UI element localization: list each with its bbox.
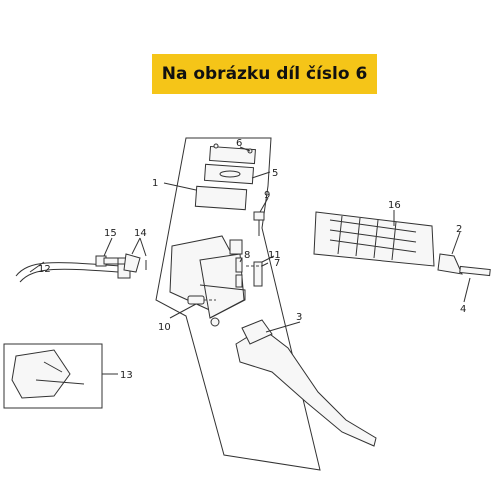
leader-lines bbox=[29, 146, 471, 375]
callout-2: 2 bbox=[456, 224, 462, 235]
callout-4: 4 bbox=[460, 304, 466, 315]
callout-11: 11 bbox=[268, 250, 281, 261]
part-number-banner: Na obrázku díl číslo 6 bbox=[152, 54, 377, 94]
callout-15: 15 bbox=[104, 228, 117, 239]
brake-switch-10-part bbox=[187, 295, 216, 305]
callout-5: 5 bbox=[272, 168, 278, 179]
banner-text: Na obrázku díl číslo 6 bbox=[161, 64, 368, 84]
assembly-outline bbox=[155, 137, 321, 471]
callout-10: 10 bbox=[158, 322, 171, 333]
callout-3: 3 bbox=[296, 312, 302, 323]
banjo-bolt-part bbox=[95, 253, 147, 273]
inset-detail-box bbox=[3, 343, 103, 409]
callout-12: 12 bbox=[38, 264, 51, 275]
callout-14: 14 bbox=[134, 228, 147, 239]
callout-1: 1 bbox=[152, 178, 158, 189]
callout-7: 7 bbox=[274, 258, 280, 269]
small-parts-group bbox=[235, 257, 263, 288]
lever-pivot-part bbox=[241, 319, 273, 345]
callout-16: 16 bbox=[388, 200, 401, 211]
callout-8: 8 bbox=[244, 250, 250, 261]
callout-9: 9 bbox=[264, 190, 270, 201]
master-cylinder-body-part bbox=[169, 235, 246, 327]
handlebar-grip-part bbox=[313, 211, 435, 267]
callout-6: 6 bbox=[236, 138, 242, 149]
bolt-9-part bbox=[253, 211, 265, 236]
bar-end-part bbox=[437, 253, 491, 277]
reservoir-cap-part bbox=[194, 143, 256, 211]
callout-13: 13 bbox=[120, 370, 133, 381]
brake-lever-part bbox=[235, 327, 377, 447]
